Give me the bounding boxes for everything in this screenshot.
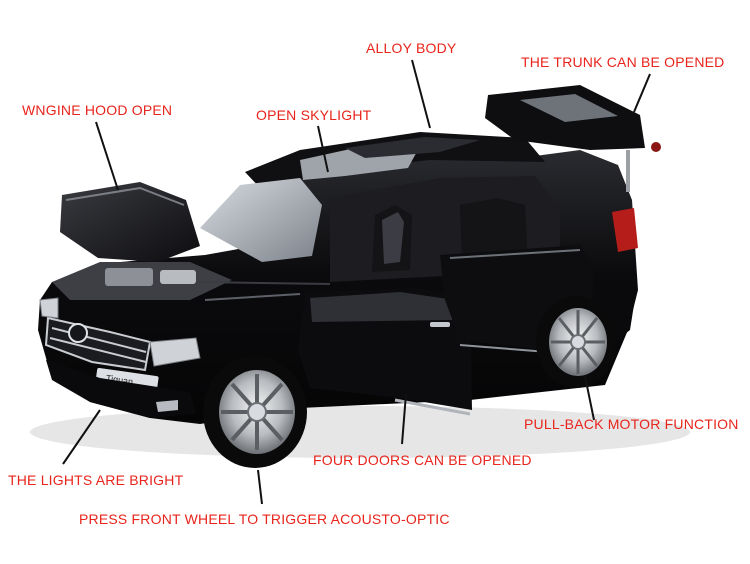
callout-doors: FOUR DOORS CAN BE OPENED: [313, 452, 532, 468]
front-door-window: [310, 292, 455, 322]
side-skirt: [459, 344, 549, 353]
leader-wheel: [257, 469, 263, 505]
rear-seat: [460, 198, 528, 266]
leader-lights: [62, 409, 101, 465]
grille-bar: [49, 337, 147, 363]
hood-edge-shine: [65, 186, 185, 206]
leader-trunk: [633, 73, 651, 113]
rear-strut: [626, 150, 630, 192]
leader-lines: [62, 59, 651, 505]
callout-motor: PULL-BACK MOTOR FUNCTION: [524, 416, 739, 432]
trunk-glass: [520, 94, 618, 122]
callout-trunk: THE TRUNK CAN BE OPENED: [521, 54, 725, 70]
headlight-right: [39, 297, 59, 319]
engine-block: [105, 268, 153, 286]
rear-door-trim: [449, 249, 581, 259]
seat-highlight: [382, 212, 404, 264]
headlight-left: [149, 337, 201, 367]
door-handle: [430, 322, 450, 327]
callout-wheel: PRESS FRONT WHEEL TO TRIGGER ACOUSTO-OPT…: [79, 511, 450, 527]
open-hood: [60, 182, 200, 262]
tail-light: [612, 208, 638, 252]
windshield: [200, 178, 322, 262]
leader-doors: [401, 393, 407, 445]
callout-alloy-body: ALLOY BODY: [366, 40, 457, 56]
rear-wheel: [536, 296, 616, 388]
skylight-glass: [345, 137, 480, 158]
engine-cover: [160, 270, 196, 284]
callout-hood: WNGINE HOOD OPEN: [22, 102, 173, 118]
leader-alloy-body: [411, 59, 431, 129]
leader-motor: [584, 375, 595, 421]
fog-light: [156, 400, 178, 412]
leader-hood: [95, 121, 119, 191]
callout-lights: THE LIGHTS ARE BRIGHT: [8, 472, 184, 488]
shoulder-line: [199, 281, 331, 285]
front-wheel: [203, 356, 307, 468]
leader-skylight: [317, 125, 329, 173]
ground-shadow: [30, 406, 690, 458]
grille-bar: [51, 327, 147, 353]
vw-logo: [68, 323, 88, 343]
body-shine: [204, 293, 301, 301]
callout-skylight: OPEN SKYLIGHT: [256, 107, 372, 123]
trunk-light: [651, 142, 661, 152]
door-sill: [394, 398, 471, 416]
